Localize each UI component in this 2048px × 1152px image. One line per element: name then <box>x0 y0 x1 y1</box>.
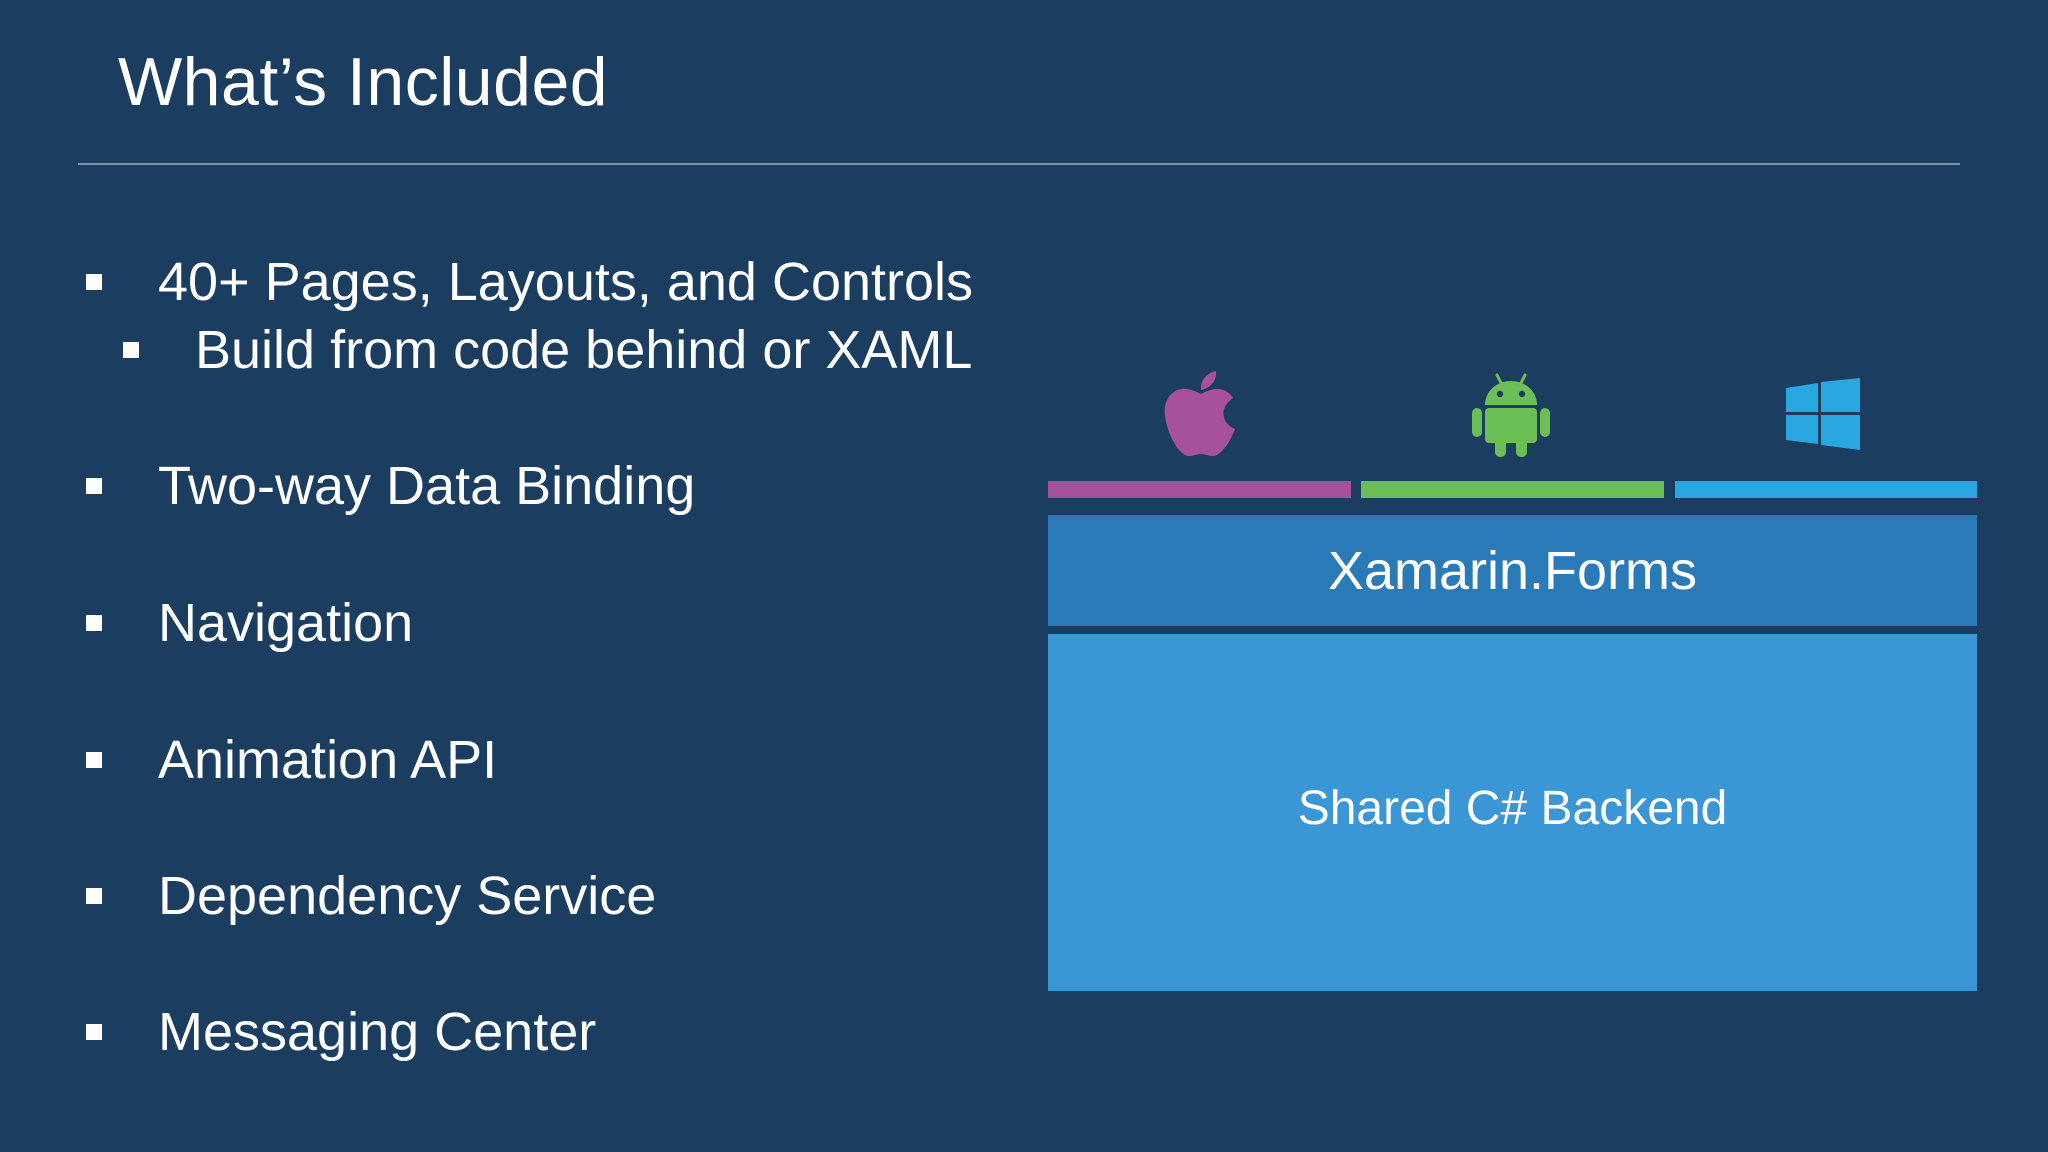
bullet-text: Build from code behind or XAML <box>195 320 973 380</box>
xamarin-forms-layer: Xamarin.Forms <box>1048 515 1977 626</box>
bullet-item: Messaging Center <box>86 999 597 1065</box>
slide-title: What’s Included <box>118 44 609 120</box>
title-divider <box>78 163 1960 165</box>
bullet-item: Dependency Service <box>86 863 657 929</box>
bullet-text: Dependency Service <box>158 866 657 926</box>
bullet-text: Animation API <box>158 730 498 790</box>
bullet-marker <box>86 1024 102 1040</box>
bullet-text: Messaging Center <box>158 1002 597 1062</box>
windows-platform-bar <box>1675 481 1977 498</box>
bullet-text: Navigation <box>158 593 414 653</box>
bullet-item: Two-way Data Binding <box>86 453 696 519</box>
bullet-item: 40+ Pages, Layouts, and Controls <box>86 249 974 315</box>
bullet-marker <box>86 478 102 494</box>
shared-backend-label: Shared C# Backend <box>1297 782 1728 835</box>
bullet-marker <box>86 752 102 768</box>
bullet-item: Animation API <box>86 727 498 793</box>
bullet-marker <box>123 342 139 358</box>
bullet-marker <box>86 274 102 290</box>
windows-icon <box>1786 378 1860 450</box>
apple-icon <box>1164 371 1235 457</box>
bullet-text: 40+ Pages, Layouts, and Controls <box>158 252 974 312</box>
ios-platform-bar <box>1048 481 1351 498</box>
bullet-item: Navigation <box>86 590 414 656</box>
bullet-marker <box>86 615 102 631</box>
bullet-list: 40+ Pages, Layouts, and Controls Build f… <box>86 249 974 1065</box>
xamarin-forms-label: Xamarin.Forms <box>1327 540 1698 601</box>
sub-bullet-item: Build from code behind or XAML <box>123 317 973 383</box>
bullet-text: Two-way Data Binding <box>158 456 696 516</box>
shared-backend-layer: Shared C# Backend <box>1048 634 1977 991</box>
android-platform-bar <box>1361 481 1664 498</box>
android-icon <box>1472 373 1550 457</box>
bullet-marker <box>86 888 102 904</box>
